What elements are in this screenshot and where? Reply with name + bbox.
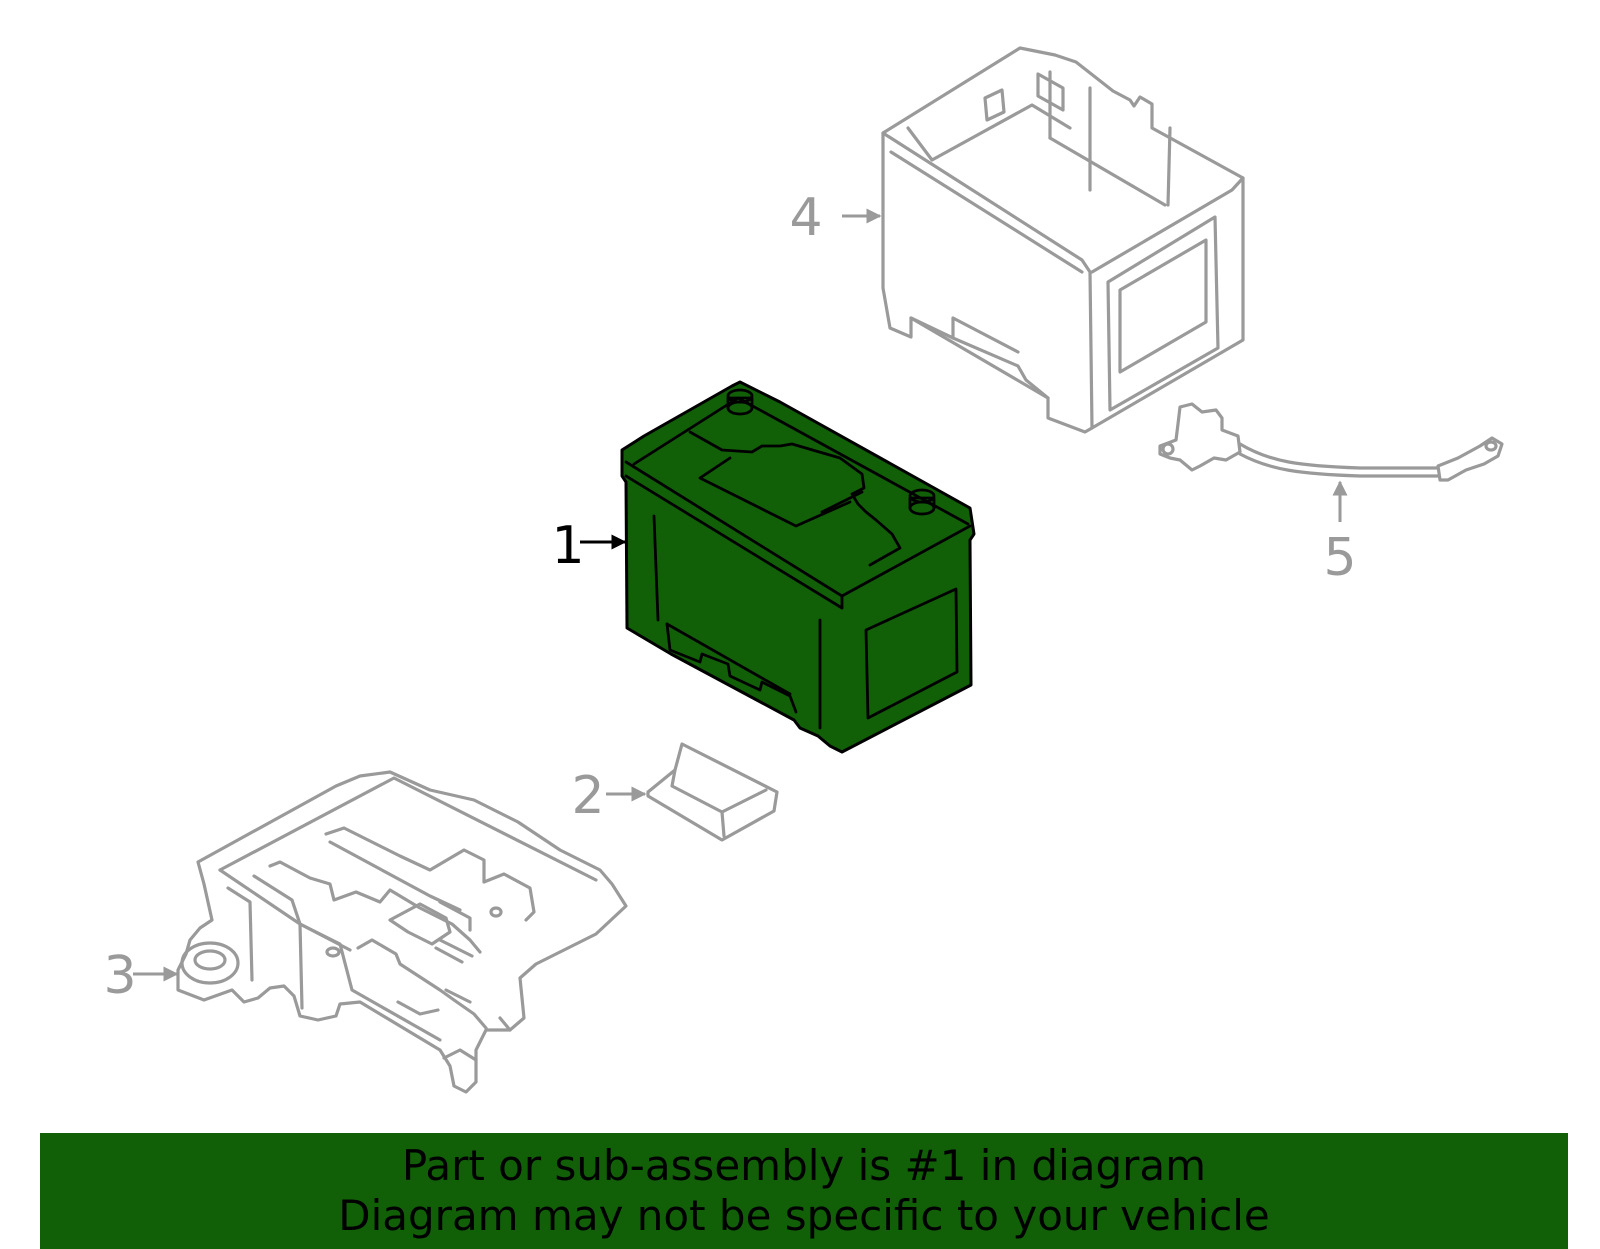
battery-shim	[646, 742, 779, 842]
callout-label-5: 5	[1323, 528, 1356, 588]
battery-cable	[1158, 402, 1504, 482]
callout-label-4: 4	[789, 188, 822, 248]
callout-label-2: 2	[571, 766, 604, 826]
battery-body	[620, 380, 976, 754]
callout-label-3: 3	[103, 946, 136, 1006]
battery-tray	[176, 770, 628, 1094]
callout-label-1: 1	[551, 516, 584, 576]
battery	[620, 380, 976, 754]
battery-cover-box	[881, 46, 1245, 434]
banner-line-2: Diagram may not be specific to your vehi…	[338, 1191, 1270, 1240]
banner-line-1: Part or sub-assembly is #1 in diagram	[401, 1141, 1207, 1190]
info-banner: Part or sub-assembly is #1 in diagram Di…	[40, 1133, 1568, 1249]
